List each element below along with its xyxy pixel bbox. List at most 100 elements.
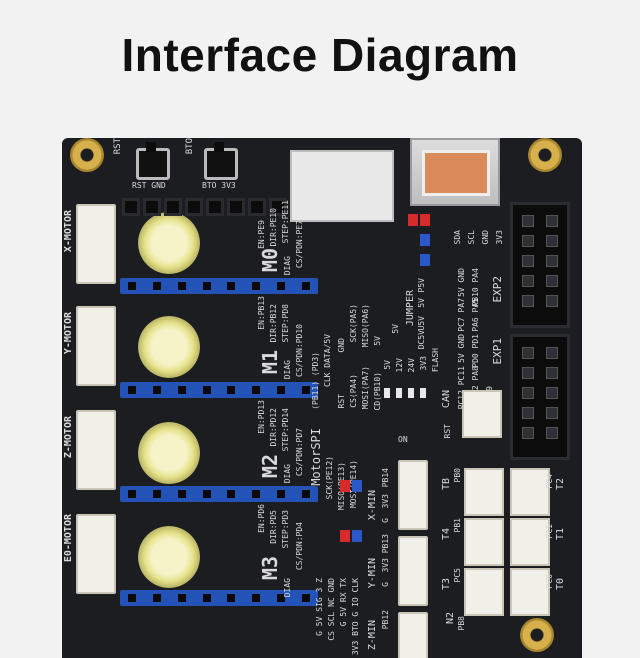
can-rst-label: RST — [443, 424, 452, 439]
z-motor-connector[interactable] — [76, 410, 116, 490]
y-min-label: Y-MIN — [367, 558, 378, 589]
y-min-pin-0: G — [381, 582, 390, 587]
jumper-row-m0[interactable] — [120, 278, 318, 294]
can-pin-12v: 12V — [395, 358, 404, 373]
i2c-3v3: 3V3 — [495, 230, 504, 245]
m1-pin-step: STEP:PD8 — [281, 304, 290, 343]
m1-pin-cs: CS/PDN:PD10 — [295, 324, 304, 377]
jumper-red-1[interactable] — [408, 214, 418, 226]
bto-label: BTO — [185, 138, 195, 155]
exp2-label: EXP2 — [491, 276, 504, 303]
jumper-red-2[interactable] — [420, 214, 430, 226]
capacitor-m3 — [138, 526, 200, 588]
driver-m0-pins[interactable] — [122, 198, 287, 216]
z-min-connector[interactable] — [398, 612, 428, 658]
e0-motor-label: E0-MOTOR — [63, 514, 74, 563]
x-motor-connector[interactable] — [76, 204, 116, 284]
jumper-p5v: P5V — [417, 278, 426, 293]
thermistor-t4-connector[interactable] — [464, 518, 504, 566]
m0-pin-diag: DIAG — [283, 256, 292, 276]
spi-jumper-blue-2[interactable] — [352, 530, 362, 542]
m2-pin-step: STEP:PD14 — [281, 408, 290, 452]
x-min-connector[interactable] — [398, 460, 428, 530]
m1-pin-diag: DIAG — [283, 360, 292, 380]
thermistor-tb-pin: PB0 — [453, 468, 462, 483]
m0-pin-en: EN:PE9 — [257, 220, 266, 249]
jumper-blue-2[interactable] — [420, 254, 430, 266]
m3-pin-en: EN:PD6 — [257, 504, 266, 533]
thermistor-t3-connector[interactable] — [464, 568, 504, 616]
spi-jumper-blue[interactable] — [352, 480, 362, 492]
exp1-row-0: 5V GND — [457, 334, 466, 363]
uart-line-c: G 5V RX TX — [339, 578, 348, 627]
can-pin-24v: 24V — [407, 358, 416, 373]
m0-pin-step: STEP:PE11 — [281, 200, 290, 244]
thermistor-tb-connector[interactable] — [464, 468, 504, 516]
exp2-row-3: PA6 PA5 — [471, 298, 480, 332]
exp1-row-1: PD0 PD1 — [471, 334, 480, 368]
m0-pin-dir: DIR:PE10 — [269, 208, 278, 247]
thermistor-t1-connector[interactable] — [510, 518, 550, 566]
z-motor-label: Z-MOTOR — [63, 416, 74, 459]
jumper-5v: 5V — [417, 298, 426, 308]
can-led-1 — [384, 388, 390, 398]
m1-pin-dir: DIR:PB12 — [269, 304, 278, 343]
m3-pin-dir: DIR:PD5 — [269, 510, 278, 544]
jumper-row-m3[interactable] — [120, 590, 318, 606]
thermistor-t0-connector[interactable] — [510, 568, 550, 616]
y-motor-connector[interactable] — [76, 306, 116, 386]
spi-line-6: RST — [337, 394, 346, 409]
thermistor-t1-pin: PC1 — [545, 524, 554, 539]
sd-card-slot[interactable] — [290, 150, 394, 222]
exp2-row-0: 5V GND — [457, 268, 466, 297]
exp2-header[interactable] — [510, 202, 570, 328]
thermistor-t2-connector[interactable] — [510, 468, 550, 516]
spi-line-4: MISO(PA6) — [361, 304, 370, 348]
reset-button[interactable] — [136, 142, 170, 180]
exp1-label: EXP1 — [491, 338, 504, 365]
capacitor-m2 — [138, 422, 200, 484]
can-pin-flash: FLASH — [431, 348, 440, 373]
rst-label: RST — [113, 138, 123, 155]
driver-m1-label: M1 — [258, 350, 282, 375]
i2c-gnd: GND — [481, 230, 490, 245]
spi-pin-sck: SCK(PE12) — [325, 456, 334, 500]
capacitor-m1 — [138, 316, 200, 378]
e0-motor-connector[interactable] — [76, 514, 116, 594]
m3-pin-step: STEP:PD3 — [281, 510, 290, 549]
can-on-label: ON — [398, 435, 408, 444]
thermistor-t2-label: T2 — [555, 478, 566, 491]
driver-m0-label: M0 — [258, 248, 282, 273]
can-led-3 — [408, 388, 414, 398]
spi-line-8: MOSI(PA7) — [361, 366, 370, 410]
x-min-pin-2: PB14 — [381, 468, 390, 488]
boot-button[interactable] — [204, 142, 238, 180]
thermistor-t3-pin: PC5 — [453, 568, 462, 583]
m0-pin-cs: CS/PDN:PE7 — [295, 220, 304, 269]
jumper-blue-1[interactable] — [420, 234, 430, 246]
spi-jumper-red-2[interactable] — [340, 530, 350, 542]
uart-line-b: CS SCL NC GND — [327, 578, 336, 641]
spi-jumper-red[interactable] — [340, 480, 350, 492]
z-min-pin-2: PB12 — [381, 610, 390, 630]
usb-port[interactable] — [410, 138, 500, 206]
spi-line-3: SCK(PA5) — [349, 304, 358, 343]
driver-m2-label: M2 — [258, 454, 282, 479]
x-min-pin-1: 3V3 — [381, 494, 390, 509]
m1-pin-en: EN:PB13 — [257, 296, 266, 330]
z-min-label: Z-MIN — [367, 620, 378, 651]
can-connector[interactable] — [462, 390, 502, 438]
thermistor-t4-pin: PB1 — [453, 518, 462, 533]
bto-3v3-label: BTO 3V3 — [202, 181, 236, 190]
jumper-row-m2[interactable] — [120, 486, 318, 502]
can-label: CAN — [441, 390, 452, 409]
exp1-header[interactable] — [510, 334, 570, 460]
circuit-board: RST RST GND BTO BTO 3V3 SDA SCL GND 3V3 … — [62, 138, 582, 658]
m2-pin-dir: DIR:PD12 — [269, 408, 278, 447]
jumper-extra-1: DC5V — [417, 330, 426, 350]
y-min-connector[interactable] — [398, 536, 428, 606]
uart-line-a: G 5V SIG 3 Z — [315, 578, 324, 636]
thermistor-t4-label: T4 — [441, 528, 452, 541]
capacitor-m0 — [138, 212, 200, 274]
jumper-row-m1[interactable] — [120, 382, 318, 398]
